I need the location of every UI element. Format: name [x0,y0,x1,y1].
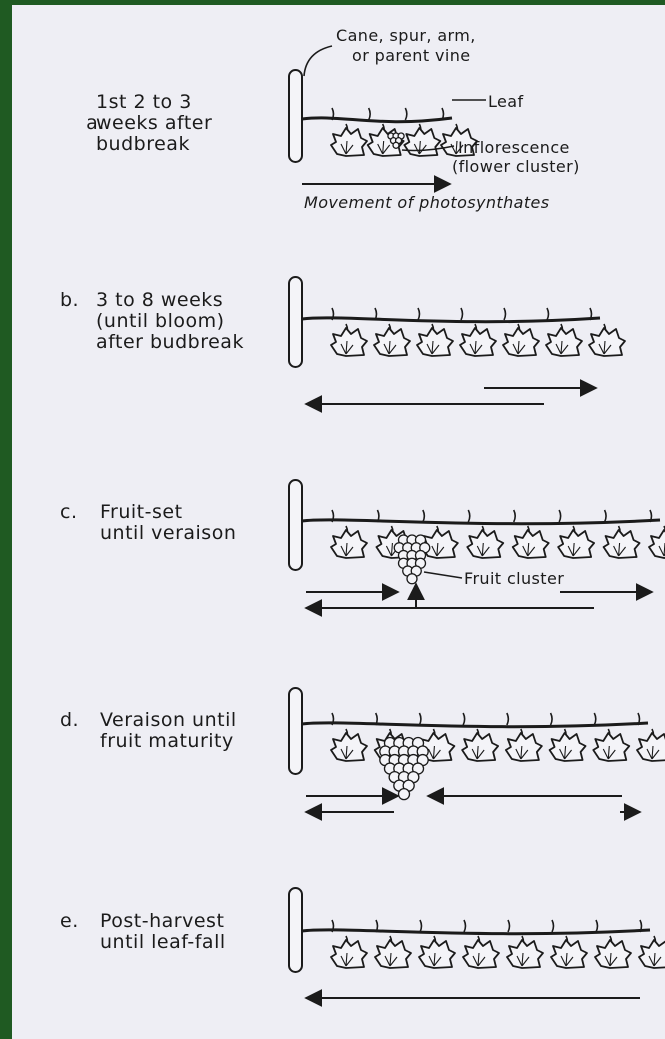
vine-b-cane-post [289,277,302,367]
movement-caption: Movement of photosynthates [304,193,550,212]
stage-b-line-3: after budbreak [96,332,244,353]
inflorescence-annotation-line-2: (flower cluster) [452,157,580,176]
stage-c-letter: c. [60,502,78,523]
vine-d-cane-post [289,688,302,774]
stage-d-line-1: Veraison until [100,710,237,731]
cane-annotation-line-1: Cane, spur, arm, [336,26,476,45]
cane-annotation-line-2: or parent vine [352,46,470,65]
stage-d-line-2: fruit maturity [100,731,234,752]
stage-a-line-1: 1st 2 to 3 [96,92,192,113]
stage-d-letter: d. [60,710,79,731]
leaf-annotation: Leaf [488,92,524,111]
stage-a-line-2: weeks after [96,113,212,134]
stage-e-line-2: until leaf-fall [100,932,226,953]
stage-b-line-1: 3 to 8 weeks [96,290,223,311]
vine-c-cane-post [289,480,302,570]
fruit-cluster-annotation: Fruit cluster [464,569,564,588]
inflorescence-annotation-line-1: Inflorescence [458,138,570,157]
stage-e-letter: e. [60,911,79,932]
stage-b-letter: b. [60,290,79,311]
vine-e-cane-post [289,888,302,972]
stage-e-line-1: Post-harvest [100,911,224,932]
stage-b-line-2: (until bloom) [96,311,225,332]
stage-c-line-2: until veraison [100,523,236,544]
stage-c-line-1: Fruit-set [100,502,183,523]
vine-a-cane-post [289,70,302,162]
stage-a-line-3: budbreak [96,134,190,155]
